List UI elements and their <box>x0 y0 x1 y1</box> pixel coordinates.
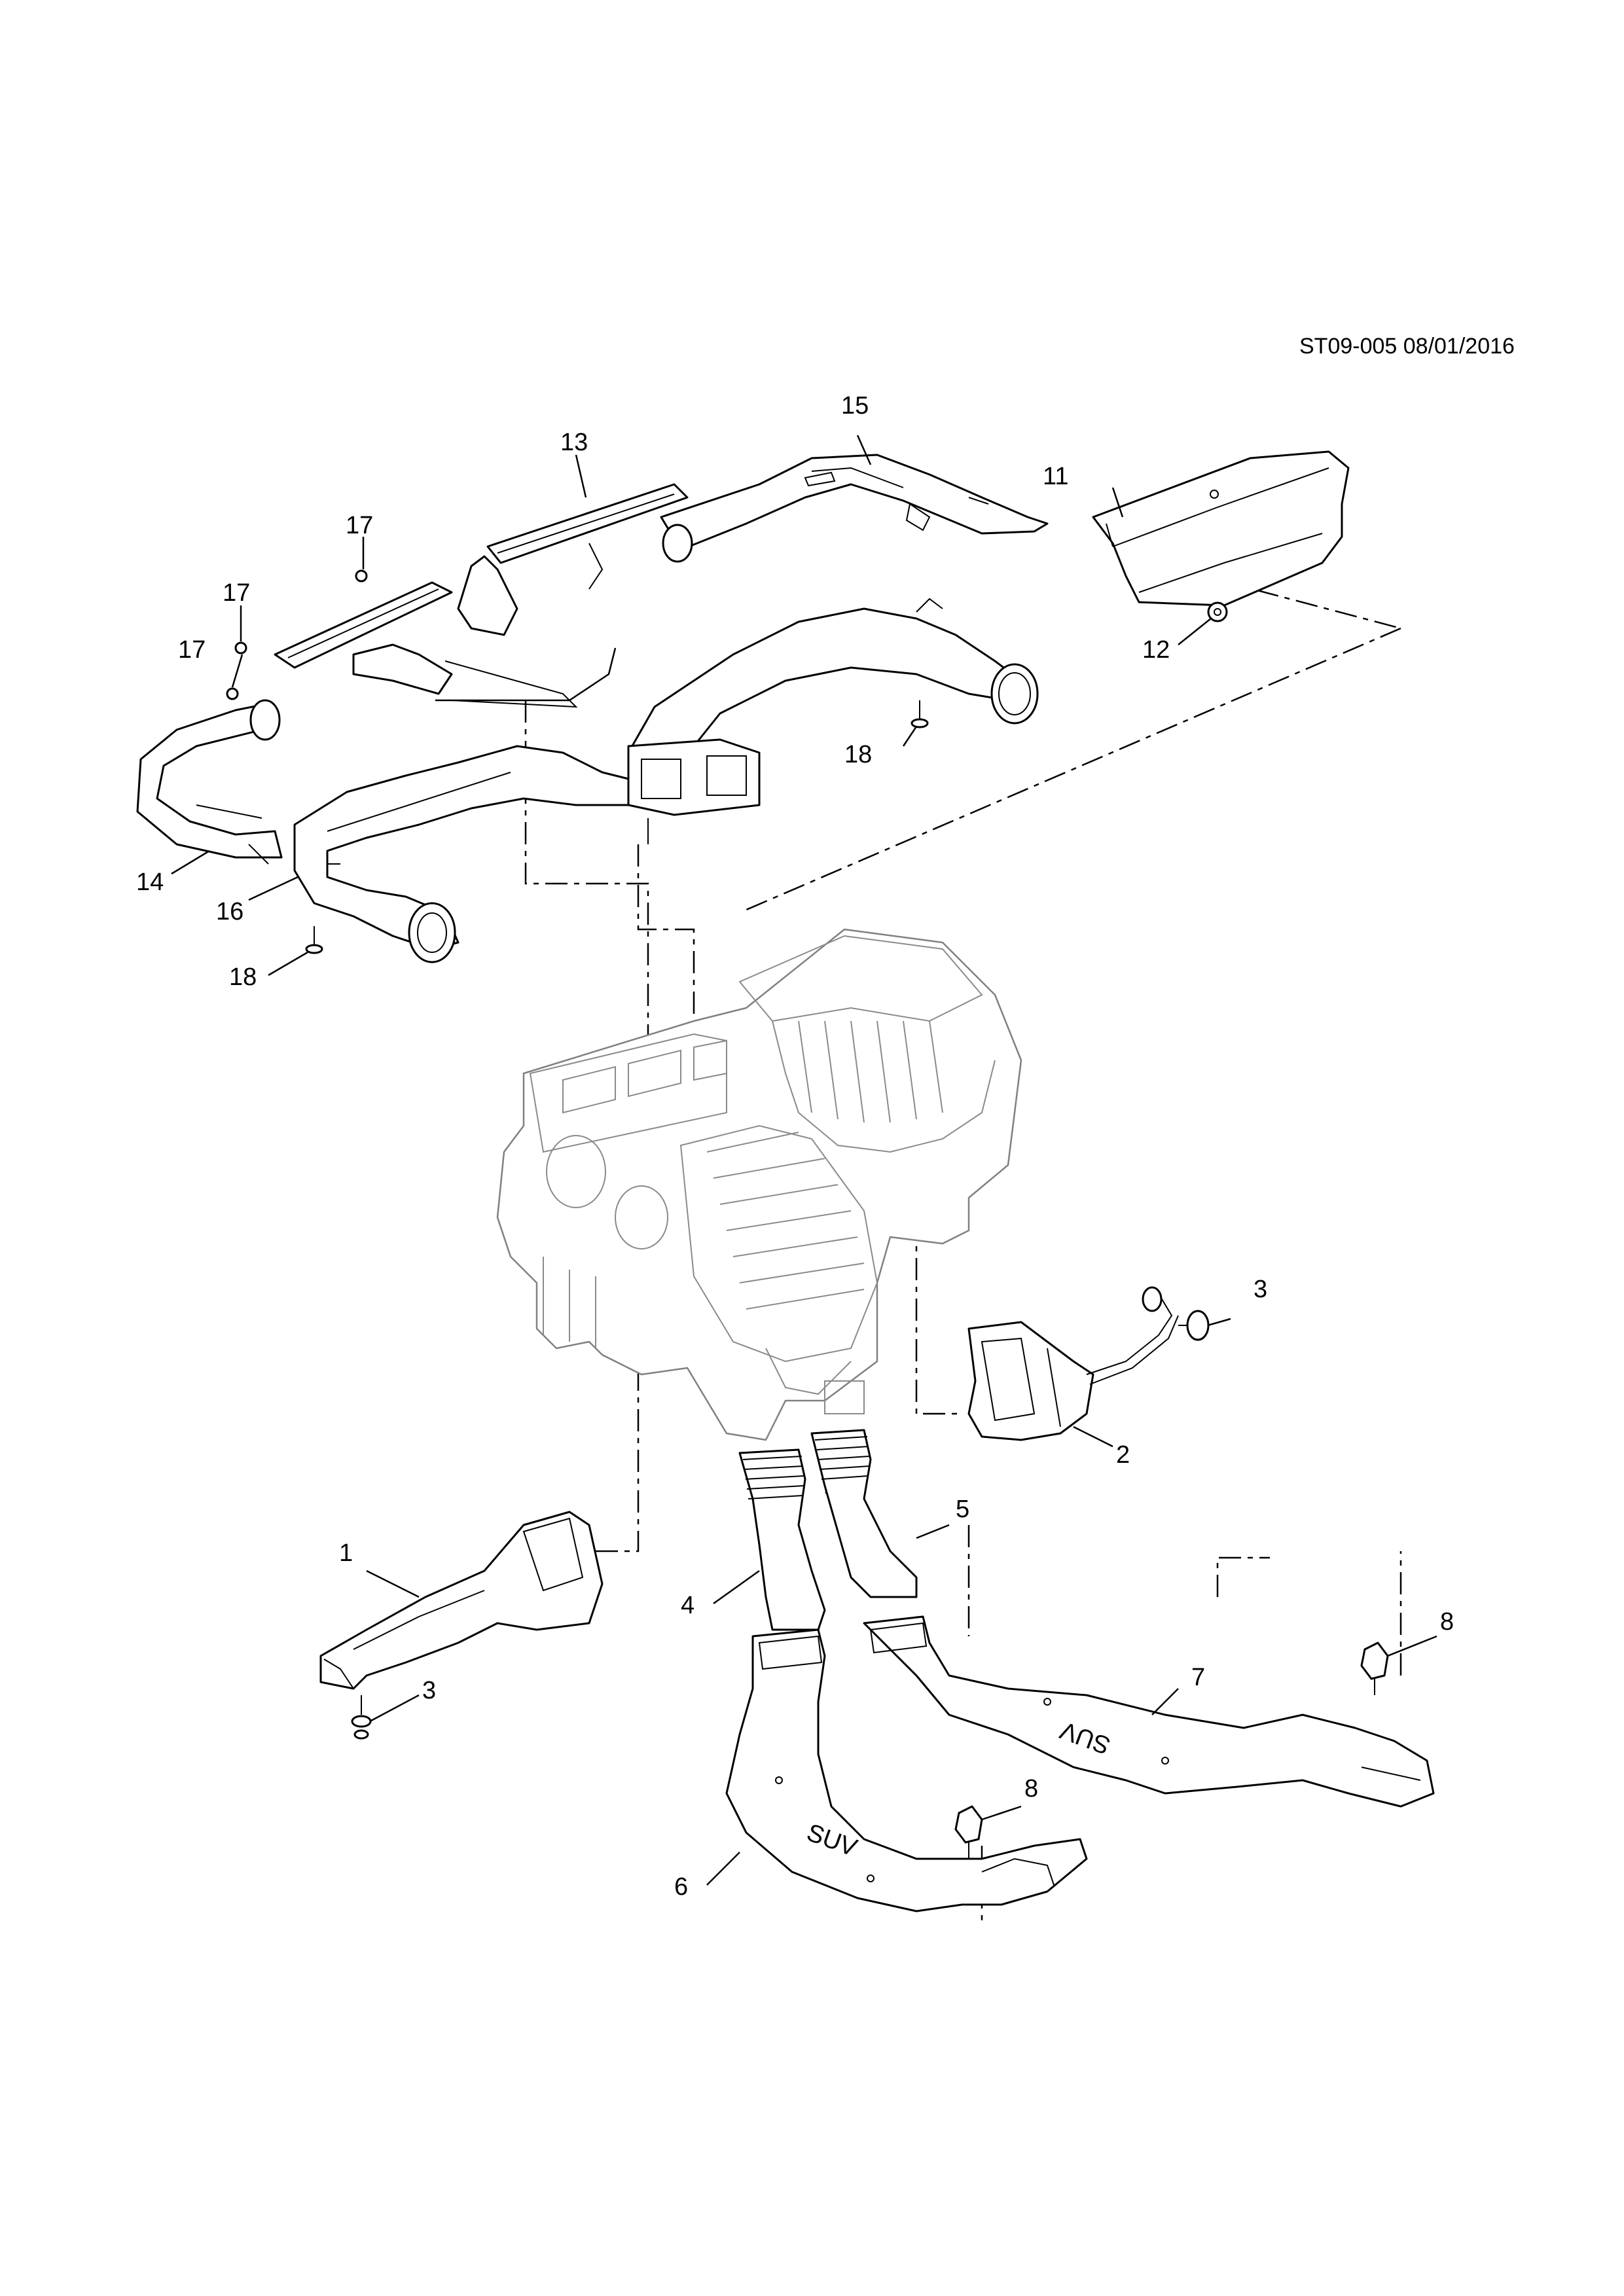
callout-3-left: 3 <box>422 1677 436 1704</box>
part-6-floor-duct: SUV <box>725 1628 1088 1912</box>
callout-7: 7 <box>1191 1664 1205 1691</box>
callout-18-right: 18 <box>844 741 872 768</box>
part-16-center-duct <box>293 745 630 963</box>
part-17-grille-assembly <box>274 581 617 708</box>
part-18-screw-right <box>911 700 929 728</box>
part-7-floor-duct: SUV <box>863 1615 1435 1808</box>
callout-5: 5 <box>956 1496 969 1523</box>
callout-4: 4 <box>681 1592 695 1619</box>
callout-11: 11 <box>1043 463 1068 490</box>
part-4-rear-duct <box>738 1448 826 1631</box>
document-reference: ST09-005 08/01/2016 <box>1299 334 1515 359</box>
part-1-floor-duct <box>319 1511 604 1690</box>
part-5-rear-duct <box>810 1429 918 1598</box>
part-14-side-duct <box>136 699 283 865</box>
callout-12: 12 <box>1142 636 1170 664</box>
callout-8-lower: 8 <box>1024 1775 1038 1803</box>
callout-6: 6 <box>674 1873 688 1901</box>
callout-14: 14 <box>136 869 164 896</box>
callout-2: 2 <box>1116 1441 1130 1469</box>
part-13-defroster-grille <box>457 483 689 636</box>
part-3-screw-left <box>351 1695 372 1740</box>
callout-8-upper: 8 <box>1440 1608 1454 1636</box>
part-17-screw-3 <box>226 687 239 700</box>
callout-17-middle: 17 <box>223 579 250 607</box>
part-8-clip-upper <box>1360 1641 1389 1695</box>
callout-17-top: 17 <box>346 512 373 539</box>
leader-lines <box>171 435 1437 1886</box>
callout-13: 13 <box>560 429 588 456</box>
callout-16: 16 <box>216 898 244 925</box>
callout-1: 1 <box>339 1539 353 1567</box>
part-8-clip-lower <box>954 1805 983 1859</box>
part-12-nut <box>1207 601 1228 622</box>
callout-18-left: 18 <box>229 963 257 991</box>
part-17-screw-1 <box>355 569 368 583</box>
part-center-outlet-duct <box>627 598 1039 844</box>
part-17-screw-2 <box>234 641 247 655</box>
part-3-screw-right <box>1178 1310 1210 1341</box>
callout-17-bottom: 17 <box>178 636 206 664</box>
part-2-outlet-assembly <box>967 1286 1179 1441</box>
part-11-side-outlet <box>1092 450 1350 607</box>
part-18-screw-left <box>305 926 323 954</box>
callout-15: 15 <box>841 392 869 420</box>
part-15-duct <box>660 454 1049 563</box>
callout-3-right: 3 <box>1254 1276 1267 1303</box>
callout-labels: 1 2 3 3 4 5 6 7 8 8 11 12 13 14 15 16 17… <box>136 392 1454 1901</box>
hvac-module-housing <box>496 928 1022 1441</box>
